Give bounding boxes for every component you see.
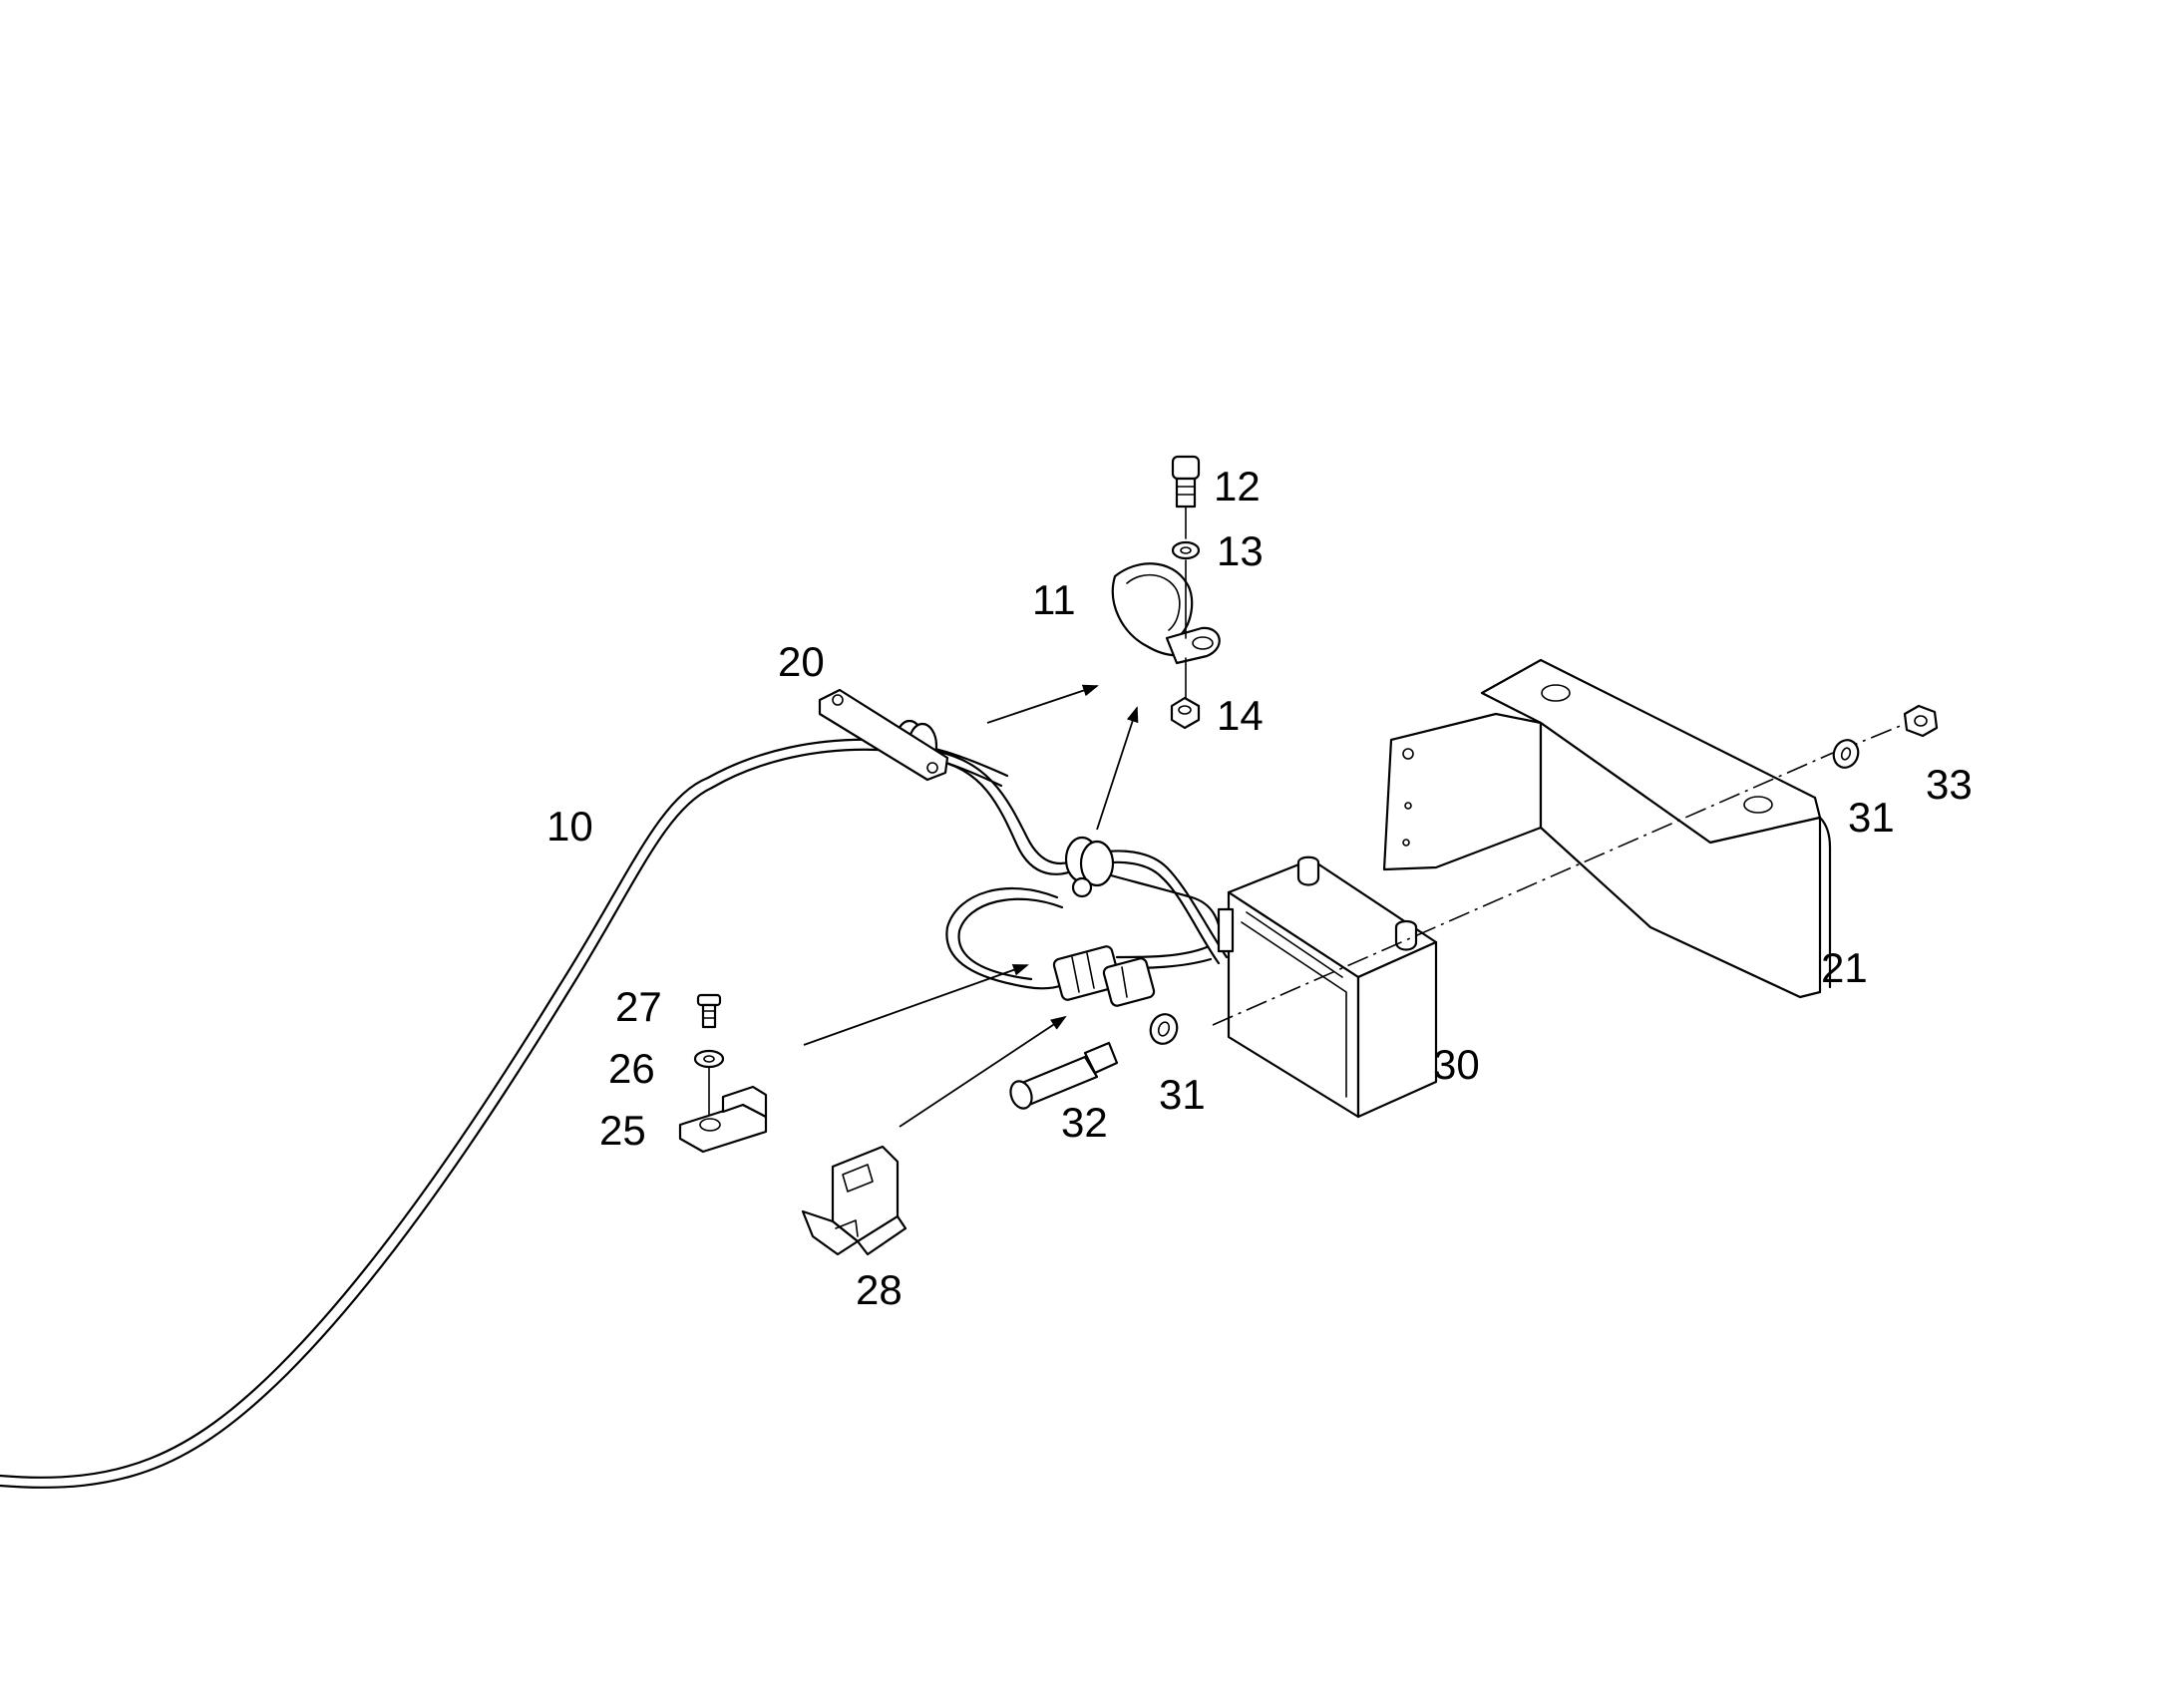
label-part-32: 32 [1061,1099,1108,1146]
nut-33 [1903,704,1939,738]
label-part-26: 26 [608,1045,655,1092]
assembly-arrows [803,684,1139,1128]
label-part-31-upper: 31 [1848,794,1895,841]
label-part-12: 12 [1214,463,1261,510]
part-labels: 10 11 12 13 14 20 21 25 26 27 28 30 31 3… [546,463,1973,1313]
washer-31-right [1832,739,1860,769]
label-part-25: 25 [599,1107,646,1154]
label-part-21: 21 [1821,944,1868,991]
nut-14 [1170,696,1201,730]
washer-31-left [1149,1013,1179,1045]
label-part-10: 10 [546,803,593,850]
mounting-bracket-21 [1382,658,1832,999]
label-part-28: 28 [856,1266,903,1313]
connector-clip-28 [801,1145,908,1256]
cable-harness-10 [0,719,1229,1489]
control-box-30 [1217,855,1438,1119]
label-part-14: 14 [1217,692,1264,739]
harness-bracket-20 [818,688,949,782]
label-part-27: 27 [615,983,662,1030]
label-part-11: 11 [1032,576,1076,623]
washer-26 [693,1049,725,1116]
bolt-32 [1009,1041,1119,1110]
label-part-30: 30 [1433,1041,1480,1088]
screw-27 [696,993,722,1029]
p-clip-11 [1111,562,1221,665]
cable-holder-base-25 [678,1085,768,1154]
washer-13 [1171,540,1201,699]
label-part-20: 20 [778,638,825,685]
label-part-13: 13 [1217,527,1264,574]
screw-12 [1171,455,1201,539]
label-part-33: 33 [1926,761,1973,808]
assembly-axis-line [1212,752,1834,1026]
label-part-31-lower: 31 [1159,1071,1206,1118]
